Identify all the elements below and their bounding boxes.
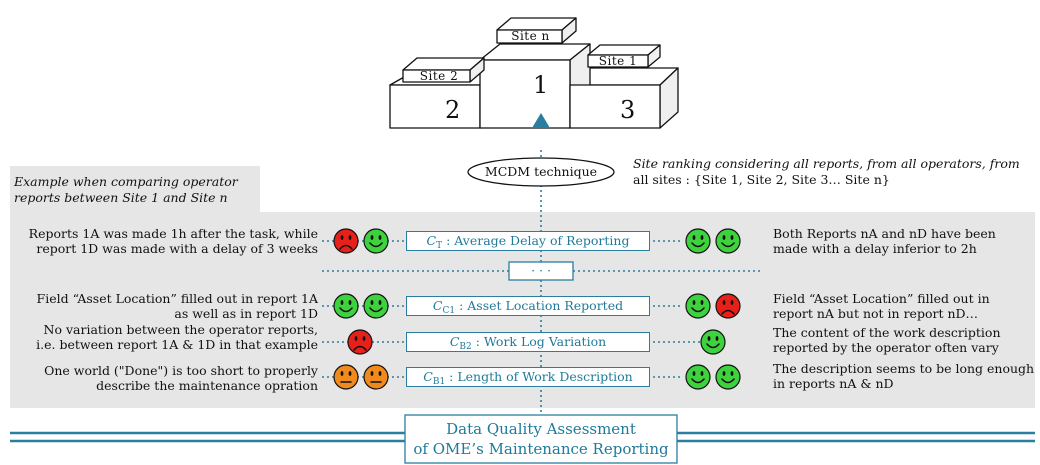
- podium-label-second: Site 2: [419, 69, 459, 83]
- happy-face-icon: [363, 293, 389, 319]
- happy-face-icon: [363, 228, 389, 254]
- criterion-delay-name: : Average Delay of Reporting: [446, 233, 630, 248]
- criterion-location-subscript: C1: [442, 306, 456, 316]
- criterion-location-right-line1: Field “Asset Location” filled out in: [773, 291, 990, 306]
- sad-face-icon: [715, 293, 741, 319]
- criterion-delay-subscript: T: [436, 241, 443, 251]
- criterion-delay-left-line1: Reports 1A was made 1h after the task, w…: [28, 226, 318, 241]
- base-title-line2: of OME’s Maintenance Reporting: [413, 440, 669, 458]
- podium-label-plates: [402, 17, 661, 83]
- base-double-lines: [10, 431, 1035, 443]
- criterion-worklog-name: : Work Log Variation: [475, 334, 607, 349]
- sad-face-icon: [347, 329, 373, 355]
- criterion-length-symbol: C: [423, 369, 433, 384]
- happy-face-icon: [715, 364, 741, 390]
- neutral-face-icon: [363, 364, 389, 390]
- criterion-location-box: CC1 : Asset Location Reported: [406, 296, 650, 316]
- criterion-worklog-right-line1: The content of the work description: [773, 325, 1001, 340]
- smiley-faces: [333, 228, 741, 390]
- criterion-delay-symbol: C: [426, 233, 437, 248]
- criterion-delay-right-line2: made with a delay inferior to 2h: [773, 241, 977, 256]
- criterion-length-name: : Length of Work Description: [449, 369, 633, 384]
- mcdm-label: MCDM technique: [484, 164, 598, 179]
- criterion-worklog-subscript: B2: [459, 342, 472, 352]
- neutral-face-icon: [333, 364, 359, 390]
- sad-face-icon: [333, 228, 359, 254]
- ellipsis-box: [508, 261, 574, 281]
- criterion-length-left-line2: describe the maintenance opration: [96, 378, 318, 393]
- ranking-note-line2: all sites : {Site 1, Site 2, Site 3… Sit…: [633, 172, 890, 187]
- podium: [389, 17, 679, 129]
- criterion-location-right-line2: report nA but not in report nD…: [773, 306, 979, 321]
- criterion-location-left-line1: Field “Asset Location” filled out in rep…: [36, 291, 318, 306]
- criterion-worklog-left-line2: i.e. between report 1A & 1D in that exam…: [36, 337, 318, 352]
- base-box: [404, 414, 678, 464]
- podium-label-first: Site n: [511, 29, 550, 43]
- base-title-line1: Data Quality Assessment: [446, 420, 636, 438]
- podium-rank-first: 1: [533, 71, 549, 99]
- criterion-length-right-line1: The description seems to be long enough: [773, 361, 1035, 376]
- criterion-delay-right-line1: Both Reports nA and nD have been: [773, 226, 996, 241]
- podium-rank-second: 2: [445, 96, 461, 124]
- criterion-length-left-line1: One world ("Done") is too short to prope…: [44, 363, 318, 378]
- example-caption-line1: Example when comparing operator: [14, 174, 238, 189]
- criterion-delay-left-line2: report 1D was made with a delay of 3 wee…: [36, 241, 318, 256]
- criterion-location-symbol: C: [432, 298, 443, 313]
- happy-face-icon: [333, 293, 359, 319]
- ellipsis-label: · · ·: [531, 263, 551, 278]
- podium-rank-third: 3: [620, 96, 636, 124]
- criterion-worklog-right-line2: reported by the operator often vary: [773, 340, 999, 355]
- podium-label-third: Site 1: [598, 54, 638, 68]
- criterion-location-name: : Asset Location Reported: [459, 298, 624, 313]
- criterion-worklog-left-line1: No variation between the operator report…: [43, 322, 318, 337]
- arrow-head-icon: [532, 113, 550, 128]
- criterion-location-left-line2: as well as in report 1D: [174, 306, 318, 321]
- mcdm-ellipse: [467, 157, 615, 187]
- criterion-length-box: CB1 : Length of Work Description: [406, 367, 650, 387]
- example-caption-line2: reports between Site 1 and Site n: [14, 190, 228, 205]
- criterion-length-right-line2: in reports nA & nD: [773, 376, 894, 391]
- happy-face-icon: [685, 293, 711, 319]
- criterion-length-subscript: B1: [432, 377, 446, 387]
- example-caption-panel: [10, 166, 260, 212]
- ranking-note-line1: Site ranking considering all reports, fr…: [633, 156, 1020, 171]
- criterion-worklog-symbol: C: [449, 334, 460, 349]
- happy-face-icon: [685, 364, 711, 390]
- criterion-worklog-box: CB2 : Work Log Variation: [406, 332, 650, 352]
- criterion-delay-box: CT : Average Delay of Reporting: [406, 231, 650, 251]
- happy-face-icon: [700, 329, 726, 355]
- happy-face-icon: [715, 228, 741, 254]
- happy-face-icon: [685, 228, 711, 254]
